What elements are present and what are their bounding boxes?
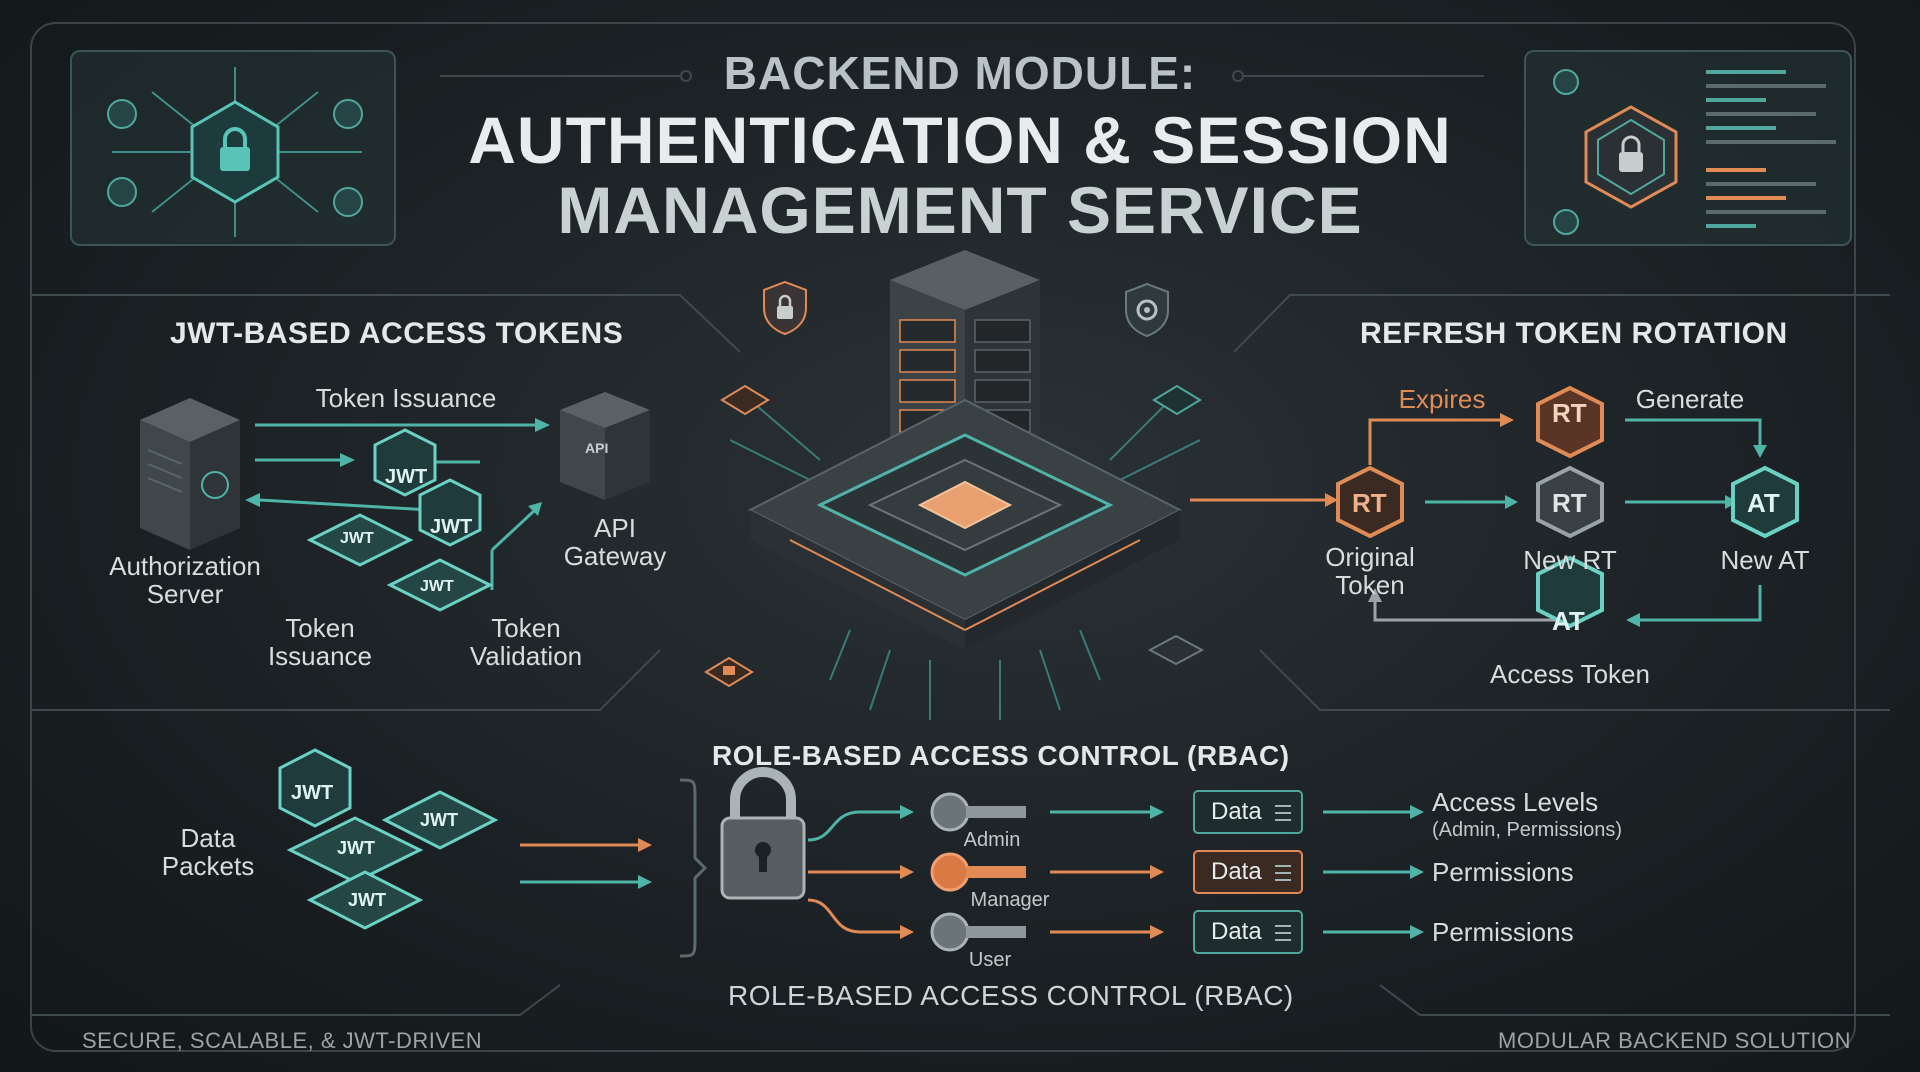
token-issuance-line2: Issuance bbox=[267, 641, 373, 671]
chip-orange-icon bbox=[720, 384, 770, 416]
auth-server-line2: Server bbox=[146, 579, 224, 609]
data-packets-line1: Data bbox=[180, 823, 236, 853]
at-new-text: AT bbox=[1747, 488, 1780, 518]
lock-chip-icon bbox=[704, 656, 754, 688]
list-icon bbox=[1275, 925, 1291, 941]
data-box-admin: Data bbox=[1193, 790, 1303, 834]
rbac-section-title: ROLE-BASED ACCESS CONTROL (RBAC) bbox=[712, 740, 1290, 771]
at-access-text: AT bbox=[1552, 606, 1585, 636]
circuit-lock-icon bbox=[107, 67, 363, 237]
code-lock-icon bbox=[1553, 69, 1836, 235]
jwt-packet-label-2: JWT bbox=[337, 838, 375, 858]
title-line-3: MANAGEMENT SERVICE bbox=[557, 173, 1363, 247]
jwt-packet-label-4: JWT bbox=[348, 890, 386, 910]
token-validation-line1: Token bbox=[491, 613, 561, 643]
original-token-line2: Token bbox=[1335, 570, 1405, 600]
data-box-user-label: Data bbox=[1211, 918, 1262, 945]
jwt-section-title: JWT-BASED ACCESS TOKENS bbox=[170, 317, 624, 350]
token-issuance-line1: Token bbox=[285, 613, 355, 643]
new-rt-label: New RT bbox=[1523, 545, 1617, 575]
original-token-line1: Original bbox=[1325, 542, 1415, 572]
rt-new-text: RT bbox=[1552, 488, 1587, 518]
shield-gear-icon bbox=[1125, 282, 1169, 338]
rbac-flow-diagram bbox=[278, 748, 1424, 958]
circuit-panel-left bbox=[70, 50, 396, 246]
role-manager-label: Manager bbox=[970, 889, 1050, 911]
central-server-chip bbox=[730, 250, 1200, 720]
role-user-label: User bbox=[968, 949, 1012, 971]
list-icon bbox=[1275, 805, 1291, 821]
result-permissions-manager: Permissions bbox=[1432, 857, 1574, 887]
refresh-section-title: REFRESH TOKEN ROTATION bbox=[1360, 317, 1788, 350]
title-line-2: AUTHENTICATION & SESSION bbox=[468, 103, 1452, 177]
token-validation-label: Token Validation bbox=[456, 614, 596, 670]
api-icon-label: API bbox=[585, 440, 609, 456]
role-admin-label: Admin bbox=[963, 829, 1021, 851]
result-access-levels-sub: (Admin, Permissions) bbox=[1432, 819, 1623, 841]
data-box-manager: Data bbox=[1193, 850, 1303, 894]
api-gateway-line1: API bbox=[594, 513, 636, 543]
data-box-admin-label: Data bbox=[1211, 798, 1262, 825]
token-issuance-top-label: Token Issuance bbox=[315, 383, 497, 413]
jwt-hex-label-4: JWT bbox=[420, 578, 454, 595]
jwt-hex-label-1: JWT bbox=[385, 466, 428, 488]
token-issuance-label: Token Issuance bbox=[250, 614, 390, 670]
data-packets-label: Data Packets bbox=[148, 824, 268, 880]
auth-server-label: Authorization Server bbox=[90, 552, 280, 608]
jwt-packet-label-3: JWT bbox=[420, 810, 458, 830]
api-gateway-label: API Gateway bbox=[550, 514, 680, 570]
outer-frame bbox=[30, 22, 1856, 1052]
jwt-packet-label-1: JWT bbox=[291, 782, 334, 804]
token-validation-line2: Validation bbox=[469, 641, 583, 671]
generate-label: Generate bbox=[1635, 384, 1745, 414]
chip-teal-icon bbox=[1152, 384, 1202, 416]
center-to-refresh-arrow bbox=[1190, 493, 1338, 507]
api-gateway-line2: Gateway bbox=[563, 541, 667, 571]
new-at-label: New AT bbox=[1720, 545, 1810, 575]
rbac-bottom-title: ROLE-BASED ACCESS CONTROL (RBAC) bbox=[728, 980, 1294, 1011]
result-permissions-user: Permissions bbox=[1432, 917, 1574, 947]
title-line-1: BACKEND MODULE: bbox=[723, 47, 1197, 99]
data-box-manager-label: Data bbox=[1211, 858, 1262, 885]
expires-label: Expires bbox=[1398, 384, 1486, 414]
processor-icon bbox=[1147, 634, 1205, 666]
data-box-user: Data bbox=[1193, 910, 1303, 954]
footer-left: SECURE, SCALABLE, & JWT-DRIVEN bbox=[82, 1028, 483, 1053]
original-token-label: Original Token bbox=[1300, 543, 1440, 599]
shield-lock-icon bbox=[763, 280, 807, 336]
rt-expires-text: RT bbox=[1552, 398, 1587, 428]
list-icon bbox=[1275, 865, 1291, 881]
footer-right: MODULAR BACKEND SOLUTION bbox=[1498, 1028, 1852, 1053]
data-packets-line2: Packets bbox=[161, 851, 255, 881]
result-access-levels: Access Levels bbox=[1432, 787, 1599, 817]
rt-original-text: RT bbox=[1352, 488, 1387, 518]
access-token-label: Access Token bbox=[1490, 659, 1650, 689]
refresh-flow-diagram bbox=[1336, 385, 1799, 629]
jwt-hex-label-2: JWT bbox=[430, 516, 473, 538]
jwt-flow-diagram bbox=[140, 392, 650, 612]
circuit-panel-right bbox=[1524, 50, 1852, 246]
auth-server-line1: Authorization bbox=[109, 551, 261, 581]
jwt-hex-label-3: JWT bbox=[340, 530, 374, 547]
